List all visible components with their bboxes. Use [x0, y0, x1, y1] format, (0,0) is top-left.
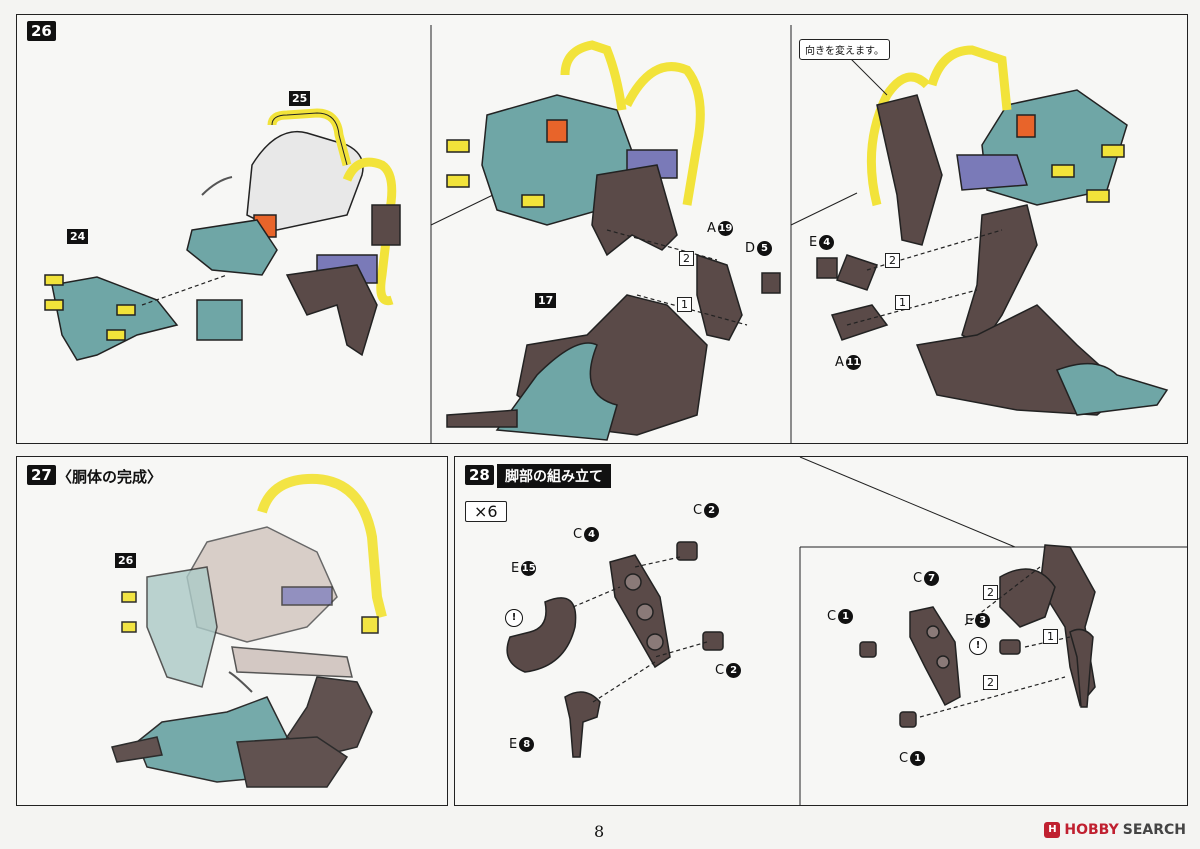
ref-badge-25: 25	[289, 91, 311, 106]
warning-icon: !	[969, 637, 987, 655]
watermark-suffix: SEARCH	[1122, 822, 1186, 838]
part-number-circle: 11	[845, 355, 861, 370]
sequence-2-a: 2	[983, 585, 998, 600]
part-number-circle: 1	[910, 751, 926, 766]
warning-icon: !	[505, 609, 523, 627]
step-28-illustration	[506, 457, 1187, 805]
multiplier-badge: ×6	[465, 501, 507, 522]
step-26-illustration	[44, 25, 1169, 443]
part-number-circle: 15	[521, 561, 537, 576]
sequence-2-b: 2	[983, 675, 998, 690]
step-28-title: 脚部の組み立て	[497, 464, 611, 488]
part-number-circle: 1	[838, 609, 854, 624]
torso-assembly-1	[44, 108, 401, 361]
step-26-badge: 26	[27, 21, 56, 41]
sequence-2-a: 2	[679, 251, 694, 266]
part-number-circle: 3	[975, 613, 991, 628]
torso-assembly-2	[446, 40, 781, 441]
ref-badge-17: 17	[535, 293, 557, 308]
hobby-search-logo-icon: H	[1044, 822, 1061, 838]
hobby-search-watermark: H HOBBY SEARCH	[1044, 822, 1186, 838]
ref-badge-24: 24	[67, 229, 89, 244]
step-27-badge: 27	[27, 465, 56, 485]
torso-assembly-3	[816, 45, 1169, 416]
step-27-illustration	[111, 473, 387, 788]
part-number-circle: 4	[584, 527, 600, 542]
sequence-1-a: 1	[1043, 629, 1058, 644]
part-number-circle: 5	[757, 241, 773, 256]
watermark-brand: HOBBY	[1064, 822, 1119, 838]
sequence-1-a: 1	[677, 297, 692, 312]
step-28-badge: 28	[465, 465, 494, 485]
page-number: 8	[594, 822, 605, 841]
part-number-circle: 7	[924, 571, 940, 586]
sequence-2-b: 2	[885, 253, 900, 268]
part-number-circle: 2	[726, 663, 742, 678]
ref-badge-26: 26	[115, 553, 137, 568]
step-26-panel: 26	[16, 14, 1188, 444]
sequence-1-b: 1	[895, 295, 910, 310]
part-number-circle: 4	[819, 235, 835, 250]
part-number-circle: 19	[717, 221, 733, 236]
rotate-callout: 向きを変えます。	[799, 39, 890, 60]
part-number-circle: 2	[704, 503, 720, 518]
step-27-panel: 27 〈胴体の完成〉 26	[16, 456, 448, 806]
step-28-panel: 28 脚部の組み立て ×6	[454, 456, 1188, 806]
part-number-circle: 8	[519, 737, 535, 752]
step-27-title: 〈胴体の完成〉	[57, 468, 163, 486]
